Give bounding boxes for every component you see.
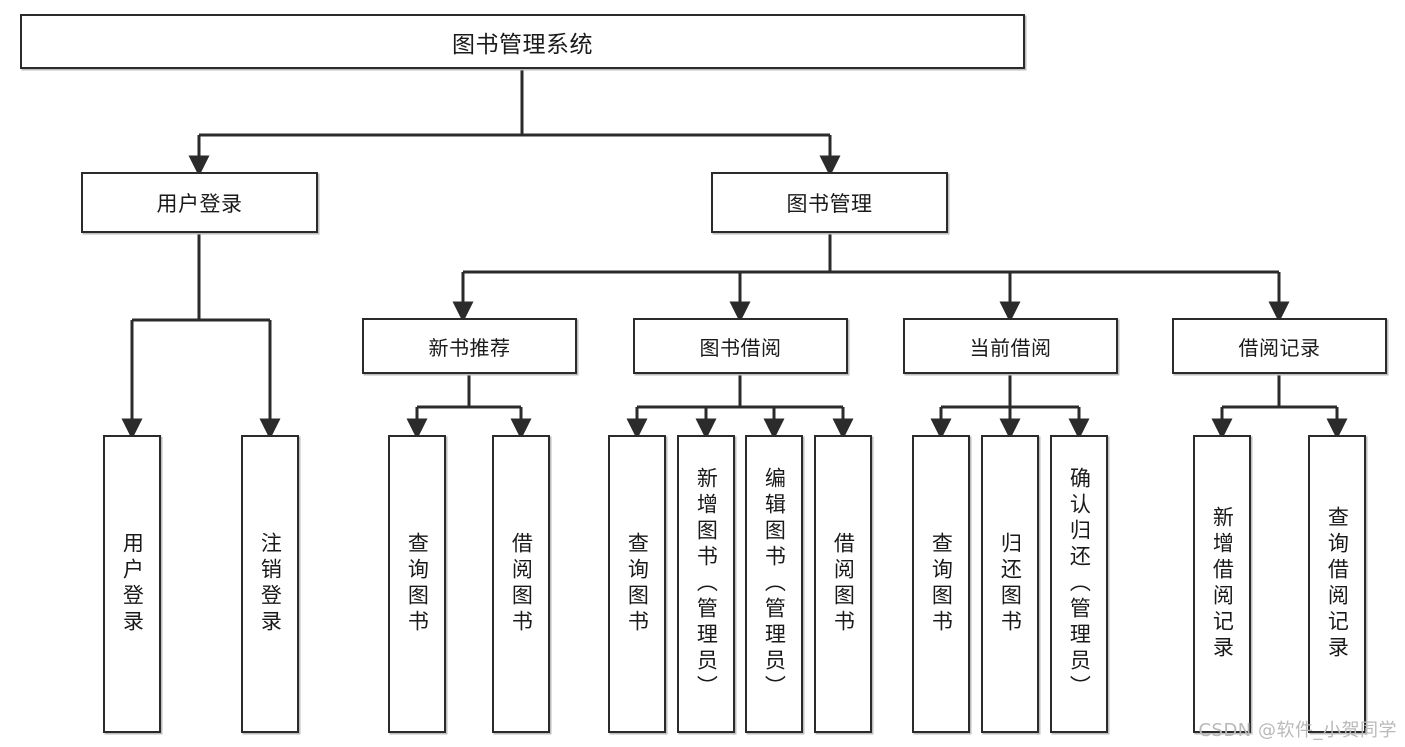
node-leaf-borrow-book[interactable]: 借阅图书: [814, 435, 872, 733]
node-label: 归还图书: [998, 532, 1023, 636]
node-label: 用户登录: [156, 191, 243, 216]
node-leaf-borrow-books-new[interactable]: 借阅图书: [492, 435, 550, 733]
node-label: 新增借阅记录: [1210, 506, 1235, 662]
node-borrow-records[interactable]: 借阅记录: [1172, 318, 1387, 374]
node-label: 注销登录: [258, 532, 283, 636]
node-root-system[interactable]: 图书管理系统: [20, 14, 1025, 69]
node-leaf-query-books-new[interactable]: 查询图书: [388, 435, 446, 733]
watermark: CSDN @软件_小贺同学: [1198, 720, 1397, 741]
node-leaf-confirm-return-admin[interactable]: 确认归还（管理员）: [1050, 435, 1108, 733]
node-label: 新书推荐: [428, 335, 511, 360]
node-leaf-return-book[interactable]: 归还图书: [981, 435, 1039, 733]
node-leaf-query-borrow-record[interactable]: 查询借阅记录: [1308, 435, 1366, 733]
node-label: 新增图书（管理员）: [694, 467, 719, 701]
node-label: 查询图书: [405, 532, 430, 636]
node-leaf-edit-book-admin[interactable]: 编辑图书（管理员）: [745, 435, 803, 733]
node-label: 编辑图书（管理员）: [762, 467, 787, 701]
node-new-book-recommend[interactable]: 新书推荐: [362, 318, 577, 374]
node-label: 借阅记录: [1238, 335, 1321, 360]
node-label: 图书管理系统: [452, 31, 593, 58]
node-leaf-query-books-current[interactable]: 查询图书: [912, 435, 970, 733]
node-label: 借阅图书: [831, 532, 856, 636]
node-book-management[interactable]: 图书管理: [711, 172, 948, 233]
node-label: 借阅图书: [509, 532, 534, 636]
node-label: 用户登录: [120, 532, 145, 636]
node-label: 图书借阅: [699, 335, 782, 360]
node-leaf-user-login[interactable]: 用户登录: [103, 435, 161, 733]
node-label: 当前借阅: [969, 335, 1052, 360]
node-label: 查询图书: [929, 532, 954, 636]
node-user-login[interactable]: 用户登录: [81, 172, 318, 233]
node-label: 图书管理: [786, 191, 873, 216]
node-current-borrow[interactable]: 当前借阅: [903, 318, 1118, 374]
node-label: 查询借阅记录: [1325, 506, 1350, 662]
node-book-borrow[interactable]: 图书借阅: [633, 318, 848, 374]
node-leaf-add-book-admin[interactable]: 新增图书（管理员）: [677, 435, 735, 733]
node-label: 查询图书: [625, 532, 650, 636]
node-label: 确认归还（管理员）: [1067, 467, 1092, 701]
node-leaf-add-borrow-record[interactable]: 新增借阅记录: [1193, 435, 1251, 733]
node-leaf-logout[interactable]: 注销登录: [241, 435, 299, 733]
node-leaf-query-books-borrow[interactable]: 查询图书: [608, 435, 666, 733]
